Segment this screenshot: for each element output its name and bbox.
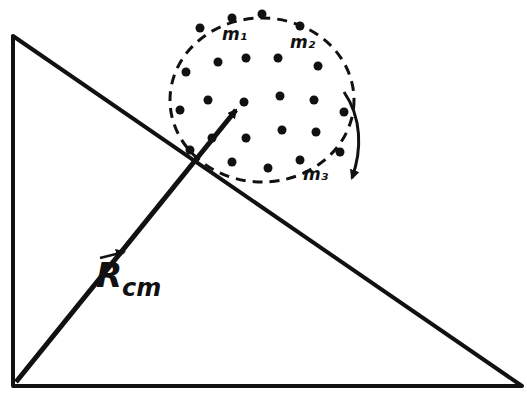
particle [242, 54, 251, 63]
particle [182, 68, 191, 77]
vector-subscript: cm [122, 276, 161, 300]
particle [258, 10, 267, 19]
particle [242, 134, 251, 143]
rotation-arrow [344, 92, 359, 178]
particle [176, 106, 185, 115]
particle [296, 156, 305, 165]
particle [214, 58, 223, 67]
mass-label: m₃ [303, 166, 328, 183]
particle [314, 62, 323, 71]
wedge [13, 36, 522, 386]
particle [240, 98, 249, 107]
mass-label: m₂ [290, 34, 315, 51]
particle [186, 146, 195, 155]
particle [204, 96, 213, 105]
particle [196, 24, 205, 33]
mass-label: m₁ [222, 26, 247, 43]
particle [296, 22, 305, 31]
particle [276, 92, 285, 101]
particle [310, 96, 319, 105]
particle [228, 158, 237, 167]
particle [278, 126, 287, 135]
particle [312, 128, 321, 137]
particle [336, 148, 345, 157]
vector-symbol: R [96, 258, 122, 292]
particles [176, 10, 349, 173]
particle [264, 164, 273, 173]
particle [228, 14, 237, 23]
particle [340, 108, 349, 117]
particle [274, 54, 283, 63]
position-vector [16, 110, 236, 382]
